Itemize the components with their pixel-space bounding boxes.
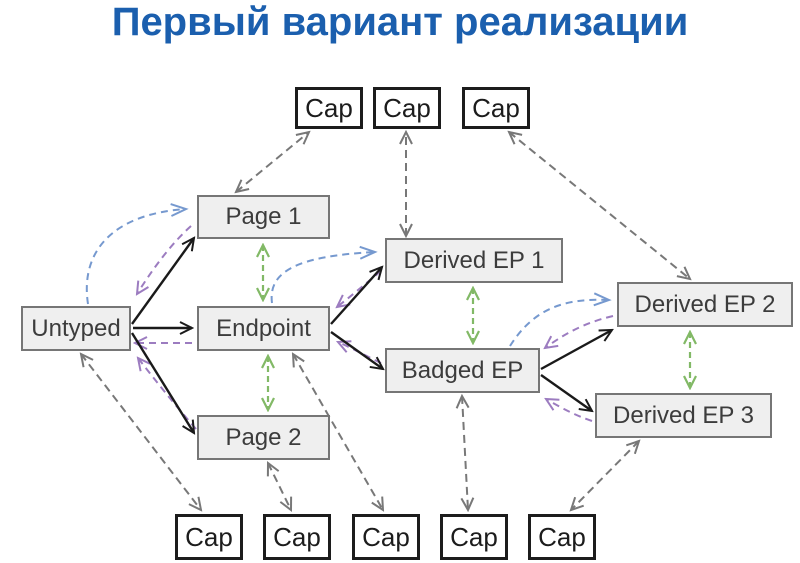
edge-endpoint-capb3-gray <box>293 354 383 510</box>
cap-box-top-1: Cap <box>295 87 363 129</box>
edge-page2-capb2-gray <box>268 463 291 510</box>
edge-untyped-page1-blue <box>85 203 189 305</box>
slide-title: Первый вариант реализации <box>111 0 689 44</box>
edge-untyped-capb1-gray <box>81 354 201 510</box>
node-derived-ep-2: Derived EP 2 <box>617 282 793 327</box>
edge-endpoint-derivedep1-blue <box>270 245 378 304</box>
cap-box-bottom-1: Cap <box>175 514 243 560</box>
edge-derivedep3-capb5-gray <box>571 441 639 510</box>
cap-box-bottom-5: Cap <box>528 514 596 560</box>
cap-box-bottom-3: Cap <box>352 514 420 560</box>
edge-untyped-page2-black <box>130 332 194 433</box>
node-endpoint: Endpoint <box>197 306 330 351</box>
edge-endpoint-badgedep-black <box>330 331 383 369</box>
edge-badgedep-derivedep2-black <box>540 330 612 371</box>
edge-badgedep-derivedep2-blue <box>509 292 612 347</box>
cap-box-bottom-4: Cap <box>440 514 508 560</box>
node-page-2: Page 2 <box>197 415 330 460</box>
cap-box-bottom-2: Cap <box>263 514 331 560</box>
edge-page1-untyped-purple <box>137 225 192 294</box>
node-badged-ep: Badged EP <box>385 348 540 393</box>
node-derived-ep-1: Derived EP 1 <box>385 238 563 283</box>
edge-badgedep-capb4-gray <box>462 396 468 510</box>
edge-endpoint-derivedep1-black <box>330 267 382 325</box>
edge-derivedep3-badgedep-purple <box>546 399 593 422</box>
edge-derivedep2-badgedep-purple <box>545 315 614 348</box>
edge-page1-capt1-gray <box>236 132 309 192</box>
node-derived-ep-3: Derived EP 3 <box>595 393 772 438</box>
node-page-1: Page 1 <box>197 195 330 239</box>
node-untyped: Untyped <box>21 306 131 351</box>
edge-page2-untyped-purple <box>138 358 197 430</box>
cap-box-top-2: Cap <box>373 87 441 129</box>
cap-box-top-3: Cap <box>462 87 530 129</box>
edge-untyped-page1-black <box>131 238 194 325</box>
edge-badgedep-derivedep3-black <box>540 374 592 411</box>
